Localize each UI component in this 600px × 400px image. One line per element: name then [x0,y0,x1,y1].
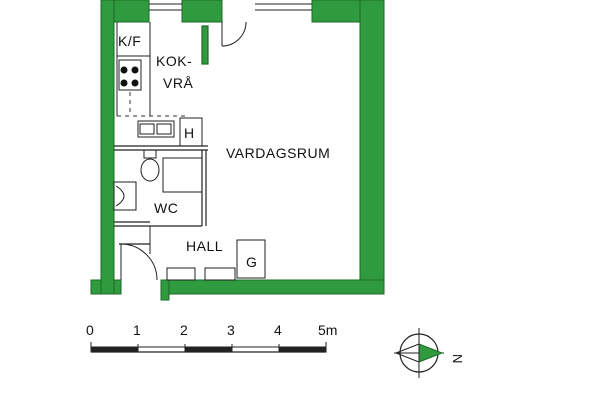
scale-tick-2: 2 [180,322,188,338]
hall-shelf-2 [204,267,236,281]
doors [120,21,247,281]
scale-tick-4: 4 [274,322,282,338]
wardrobe-g [236,239,266,279]
hall-shelf [166,267,196,281]
scale-tick-0: 0 [86,322,94,338]
room-label-g: G [246,254,257,270]
scale-tick-5: 5m [318,322,337,338]
door-main-entry [120,243,158,281]
room-label-kok-2: VRÅ [163,75,193,91]
kitchen-sink-icon [137,120,175,138]
room-label-vardagsrum: VARDAGSRUM [226,145,330,161]
bathroom-fixtures [113,149,203,211]
scale-tick-1: 1 [133,322,141,338]
wall-left [100,0,115,295]
windows [149,3,312,11]
toilet-icon [140,149,160,182]
room-label-h: H [184,125,195,141]
compass-direction-label: N [450,354,465,364]
wall-top-middle [181,0,223,23]
shower-area [162,157,203,193]
room-label-wc: WC [154,200,178,216]
kitchen-partition-post [201,25,209,65]
room-label-kf: K/F [118,33,141,49]
hall-fixtures [166,239,266,281]
scale-bar: 0 1 2 3 4 5m [86,322,337,353]
kitchen-fixtures [116,22,203,147]
entry-jamb-right [160,279,170,301]
stove-icon [118,59,142,91]
room-label-hall: HALL [186,238,223,254]
north-arrow-icon: N [394,328,465,378]
room-label-kok-1: KOK- [156,53,192,69]
wall-bottom-right [160,279,385,295]
scale-tick-3: 3 [227,322,235,338]
wall-right [359,0,385,294]
washbasin-icon [113,181,137,211]
door-balcony [221,21,247,47]
shelf-h-box [179,117,203,147]
exterior-walls [90,0,385,301]
